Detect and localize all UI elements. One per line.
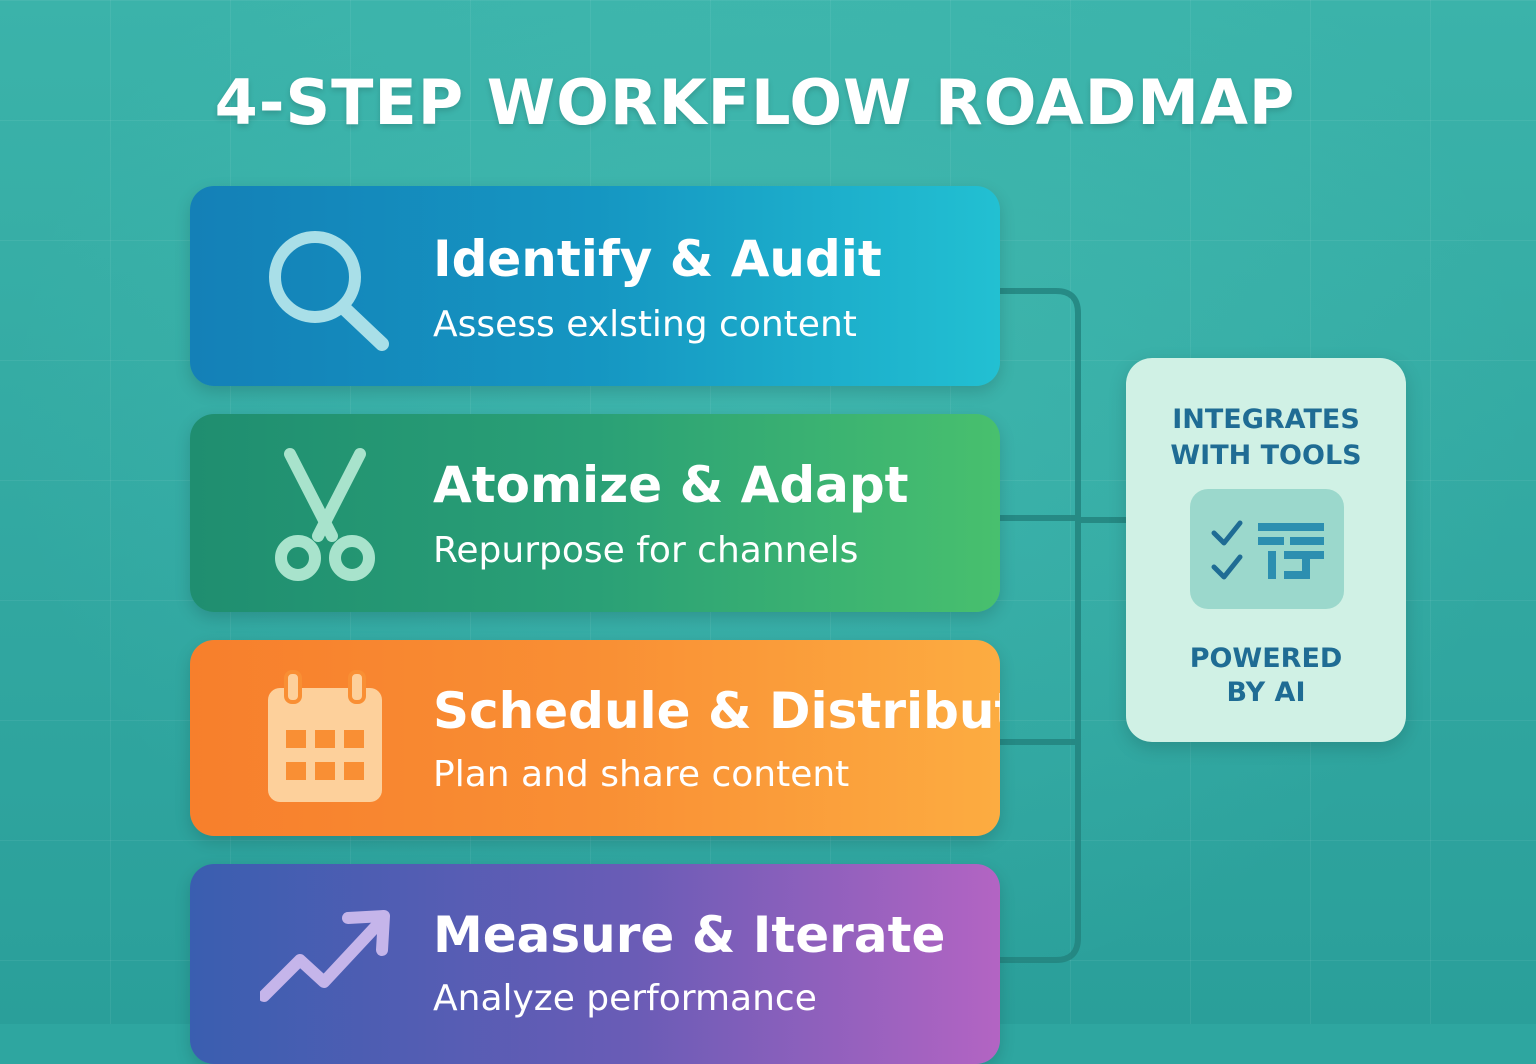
step-subtitle: Assess exlsting content	[433, 304, 857, 345]
step-card-schedule[interactable]: Schedule & Distribute Plan and share con…	[190, 640, 1000, 836]
powered-label: POWERED BY AI	[1126, 642, 1406, 710]
calendar-icon	[268, 670, 382, 802]
step-heading: Identify & Audit	[433, 230, 882, 288]
step-card-atomize[interactable]: Atomize & Adapt Repurpose for channels	[190, 414, 1000, 612]
magnifier-icon	[269, 231, 389, 351]
integrations-line-1: INTEGRATES	[1172, 404, 1360, 435]
step-card-measure[interactable]: Measure & Iterate Analyze performance	[190, 864, 1000, 1064]
connector-bracket	[997, 288, 1129, 963]
step-subtitle: Repurpose for channels	[433, 530, 859, 571]
step-heading: Schedule & Distribute	[433, 682, 1000, 740]
step-subtitle: Analyze performance	[433, 978, 817, 1019]
scissors-icon	[275, 448, 375, 581]
powered-line-2: BY AI	[1226, 677, 1306, 708]
trend-arrow-icon	[260, 910, 390, 1002]
step-heading: Measure & Iterate	[433, 906, 946, 964]
step-card-identify[interactable]: Identify & Audit Assess exlsting content	[190, 186, 1000, 386]
powered-line-1: POWERED	[1189, 643, 1343, 674]
checklist-tools-icon	[1190, 489, 1344, 609]
step-subtitle: Plan and share content	[433, 754, 850, 795]
integrations-line-2: WITH TOOLS	[1170, 440, 1362, 471]
integrations-card: INTEGRATES WITH TOOLS POWERED BY AI	[1126, 358, 1406, 742]
page-title: 4-STEP WORKFLOW ROADMAP	[214, 66, 1296, 139]
step-heading: Atomize & Adapt	[433, 456, 909, 514]
integrations-label: INTEGRATES WITH TOOLS	[1126, 402, 1406, 474]
